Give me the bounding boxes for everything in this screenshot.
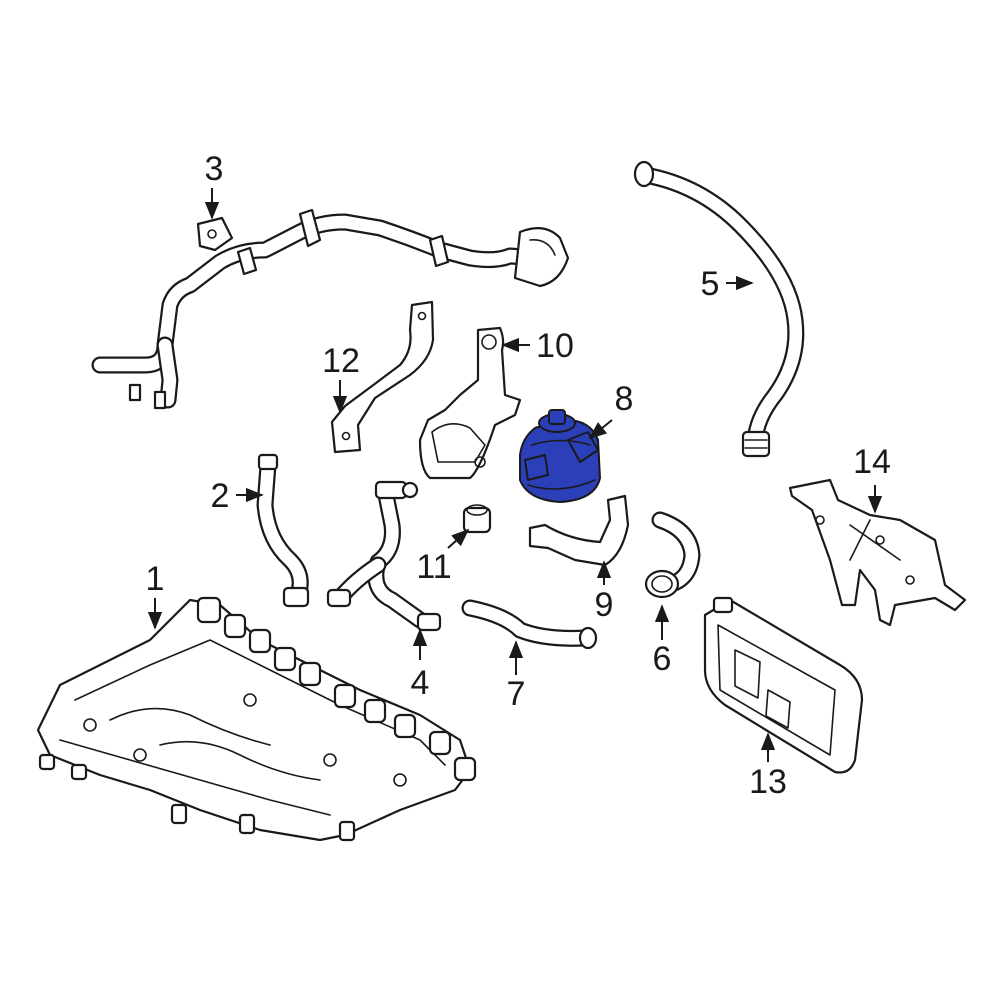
callout-5: 5 [701,265,720,303]
part-13-control-module[interactable] [703,596,864,774]
callout-12: 12 [322,342,360,380]
part-1-manifold[interactable] [36,596,477,842]
part-9-strap[interactable] [528,494,630,567]
leader-lines [147,188,883,762]
callout-11: 11 [416,548,451,586]
part-4-hose-assembly[interactable] [326,480,442,632]
part-10-pump-bracket[interactable] [418,326,522,480]
part-2-small-hose[interactable] [256,453,310,608]
callout-labels: 1 2 3 4 5 6 7 8 9 10 11 12 13 14 [146,150,891,801]
leader-8 [588,419,613,440]
part-12-bracket[interactable] [330,300,435,454]
callout-2: 2 [211,477,230,515]
part-14-bracket[interactable] [788,478,967,627]
callout-3: 3 [205,150,224,188]
callout-8: 8 [615,380,634,418]
leader-11 [447,528,470,549]
callout-14: 14 [853,443,891,481]
part-11-grommet[interactable] [462,504,492,534]
part-6-hose[interactable] [644,511,701,599]
part-3-coolant-pipe[interactable] [91,208,570,410]
part-5-upper-hose[interactable] [633,160,805,458]
callout-7: 7 [507,675,526,713]
callout-9: 9 [595,586,614,624]
part-8-coolant-pump[interactable] [519,409,601,503]
callout-4: 4 [411,664,430,702]
callout-1: 1 [146,560,165,598]
callout-13: 13 [749,763,787,801]
callout-10: 10 [536,327,574,365]
part-7-hose[interactable] [461,599,598,650]
callout-6: 6 [653,640,672,678]
